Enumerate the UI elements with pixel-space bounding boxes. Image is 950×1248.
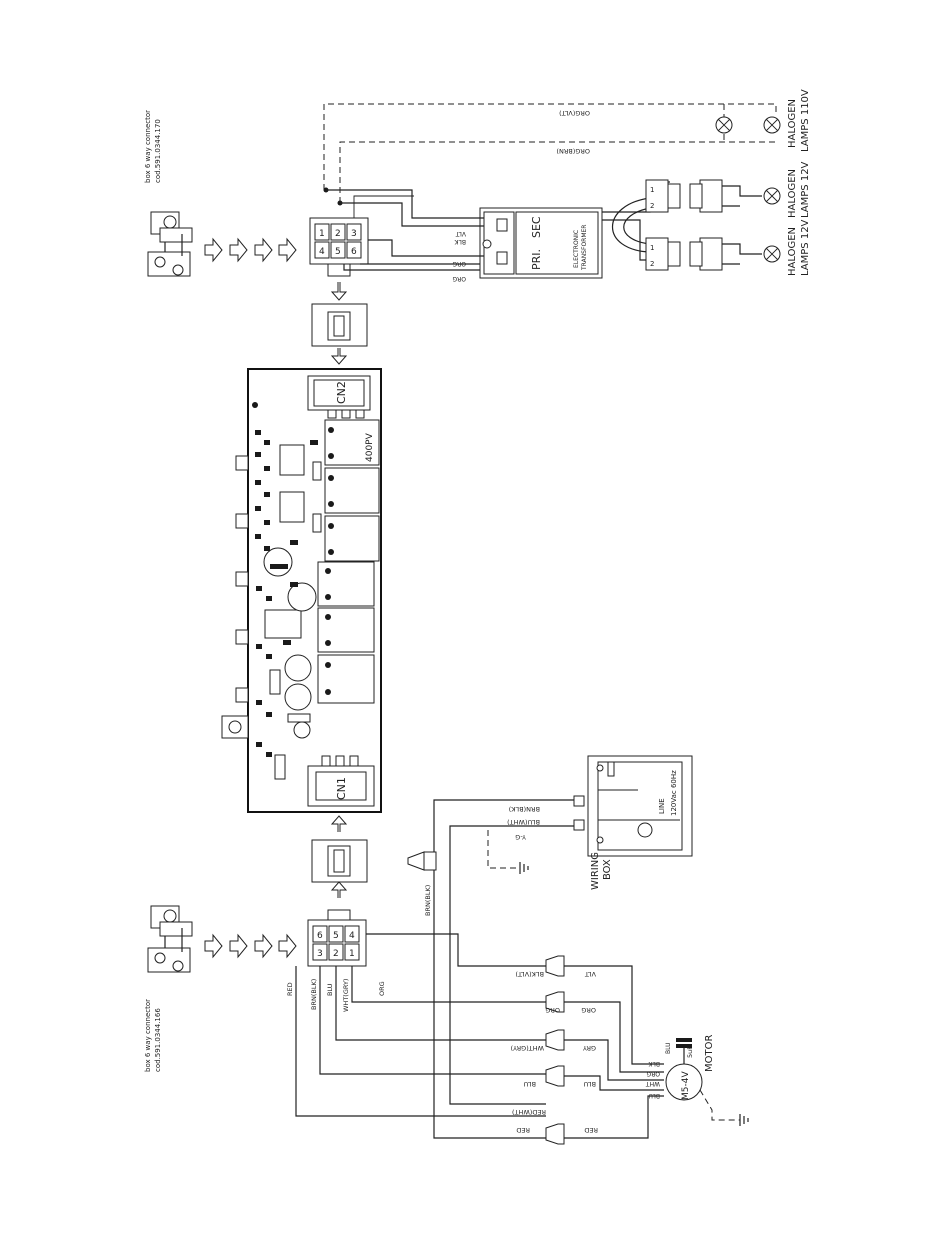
lamp-12v-plug-upper: [645, 179, 723, 213]
top-down-arrow: [330, 282, 348, 301]
wiring-box-label-1: WIRING: [590, 852, 601, 890]
bottom-pin-5: 5: [333, 931, 339, 941]
top-plug: [311, 303, 368, 347]
control-board: [221, 368, 382, 813]
dashed-wire-label-2: ORG(BRN): [556, 147, 590, 155]
nut-1-left: BLK(VLT): [515, 970, 544, 978]
nut-3-right: GRY: [583, 1044, 596, 1052]
motor-model: M5-4V: [681, 1071, 691, 1100]
harness-left-1: RED: [286, 982, 294, 996]
lamp-110v-label-2: LAMPS 110V: [800, 89, 811, 152]
top-pin-3: 3: [351, 229, 357, 239]
board-cn2-label: CN2: [335, 381, 348, 404]
wiring-box-wire-1: BRN(BLK): [509, 805, 540, 813]
lamp-110v-icons: [715, 116, 781, 134]
dashed-wire-orgvlt: [323, 103, 777, 190]
top-connector-caption: box 6 way connector: [144, 110, 152, 183]
lamp-12v-a-label-1: HALOGEN: [787, 169, 798, 218]
electronic-transformer: [479, 207, 603, 279]
harness-left-4: WHT(GRY): [342, 979, 350, 1012]
wire-nuts: [545, 955, 565, 1145]
lamp-12v-b-label-2: LAMPS 12V: [800, 219, 811, 276]
plug-pin-a: 2: [650, 202, 654, 210]
plug-pin-d: 1: [650, 244, 654, 252]
lamp-12v-icons: [763, 187, 781, 263]
board-relay-mark: 400PV: [365, 432, 375, 462]
bottom-6-way-connector: [307, 909, 367, 967]
nut-5-left: RED(WHT): [512, 1108, 546, 1116]
wiring-box: [573, 755, 693, 857]
transformer-sec: SEC: [530, 216, 543, 238]
bottom-up-arrow-2: [330, 881, 348, 898]
top-6-way-connector: 1 2 3 4 5 6: [309, 187, 369, 277]
top-down-arrow-2: [330, 348, 348, 365]
top-arrows: [204, 237, 297, 263]
ground-icon-wiring: [519, 862, 529, 874]
nut-2-left: ORG: [545, 1006, 560, 1014]
top-pin-1: 1: [319, 229, 325, 239]
harness-left-5: ORG: [378, 981, 386, 996]
transformer-pri: PRI.: [530, 249, 543, 270]
harness-left-3: BLU: [326, 983, 334, 996]
transformer-wire-2: BLK: [454, 238, 466, 245]
lamp-12v-plug-lower: [645, 237, 723, 271]
motor-icon: [665, 1038, 749, 1126]
wiring-box-label-2: BOX: [602, 859, 613, 880]
motor-wire-3: WHT: [646, 1080, 660, 1087]
top-connector-code: cod.591.0344.170: [154, 119, 162, 183]
nut-4-left: BLU: [523, 1080, 536, 1088]
nut-1-right: VLT: [585, 970, 596, 978]
bottom-pin-6: 6: [317, 931, 323, 941]
motor-cap-wire: BLU: [665, 1042, 672, 1054]
top-pin-4: 4: [319, 247, 325, 257]
lamp-12v-a-label-2: LAMPS 12V: [800, 161, 811, 218]
dashed-wire-orgbrn: [339, 141, 778, 203]
transformer-wire-3: ORG: [452, 260, 466, 267]
motor-label: MOTOR: [704, 1035, 715, 1072]
wire-nut-top: [407, 851, 437, 871]
transformer-wire-1: VLT: [455, 230, 466, 237]
transformer-wire-4: ORG: [452, 275, 466, 282]
bottom-pin-3: 3: [317, 949, 323, 959]
motor-wire-1: BLK: [648, 1060, 660, 1067]
motor-capacitor: 5uF: [686, 1046, 694, 1058]
bottom-pin-2: 2: [333, 949, 339, 959]
bottom-clip-icon: [147, 905, 193, 973]
wire-nut-label: BRN(BLK): [424, 885, 432, 916]
bottom-pin-1: 1: [349, 949, 355, 959]
wiring-box-ground: Y-G: [515, 833, 527, 841]
motor-wire-4: BLU: [648, 1092, 660, 1099]
bottom-arrows: [204, 933, 297, 959]
top-clip-icon: [147, 211, 193, 277]
motor-wire-2: ORG: [646, 1070, 660, 1077]
bottom-pin-4: 4: [349, 931, 355, 941]
top-pin-5: 5: [335, 247, 341, 257]
harness-bottom-left: RED: [516, 1126, 530, 1134]
bottom-connector-code: cod.591.0344.166: [154, 1008, 162, 1072]
wiring-box-wire-2: BLU(WHT): [507, 818, 540, 826]
bottom-up-arrow: [330, 815, 348, 832]
nut-4-right: BLU: [583, 1080, 596, 1088]
transformer-name-2: TRANSFORMER: [581, 225, 588, 271]
plug-pin-b: 1: [650, 186, 654, 194]
board-cn1-label: CN1: [335, 777, 348, 800]
top-pin-2: 2: [335, 229, 341, 239]
nut-5-right: RED: [584, 1126, 598, 1134]
nut-3-left: WHT(GRY): [511, 1044, 544, 1052]
lamp-12v-b-label-1: HALOGEN: [787, 227, 798, 276]
transformer-name-1: ELECTRONIC: [573, 230, 580, 268]
plug-pin-c: 2: [650, 260, 654, 268]
lamp-110v-label-1: HALOGEN: [787, 99, 798, 148]
bottom-connector-caption: box 6 way connector: [144, 999, 152, 1072]
wiring-box-line: LINE: [658, 798, 666, 814]
nut-2-right: ORG: [581, 1006, 596, 1014]
bottom-plug: [311, 839, 368, 883]
harness-left-2: BRN(BLK): [310, 979, 318, 1010]
dashed-wire-label-1: ORG(VLT): [559, 109, 590, 117]
wiring-box-line-spec: 120Vac 60Hz: [670, 770, 678, 816]
top-pin-6: 6: [351, 247, 357, 257]
